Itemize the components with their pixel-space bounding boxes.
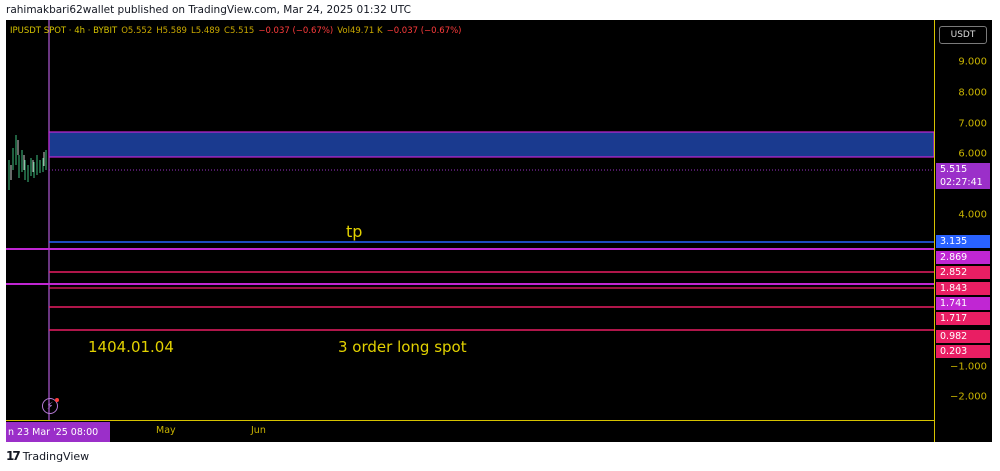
tick-label: 4.000: [958, 209, 987, 221]
alert-notification-dot: [55, 398, 59, 402]
date-annotation[interactable]: 1404.01.04: [88, 338, 174, 356]
legend-symbol[interactable]: IPUSDT SPOT · 4h · BYBIT: [10, 26, 118, 36]
price-tag-0982: 0.982: [936, 330, 990, 343]
price-candles: [8, 135, 47, 190]
publish-banner: rahimakbari62wallet published on Trading…: [6, 4, 411, 16]
note-annotation[interactable]: 3 order long spot: [338, 338, 467, 356]
tradingview-brand[interactable]: 17 TradingView: [6, 449, 89, 463]
supply-zone[interactable]: [48, 131, 934, 158]
time-axis[interactable]: n 23 Mar '25 08:00 May Jun: [6, 420, 934, 442]
tick-label: −1.000: [949, 361, 987, 373]
tick-label: 9.000: [958, 56, 987, 68]
price-axis[interactable]: USDT 9.000 8.000 7.000 6.000 4.000 −1.00…: [934, 20, 992, 442]
chart-area[interactable]: IPUSDT SPOT · 4h · BYBIT O5.552 H5.589 L…: [6, 20, 992, 442]
tick-label: 7.000: [958, 118, 987, 130]
legend-low: L5.489: [190, 26, 221, 36]
brand-name: TradingView: [22, 449, 90, 463]
legend-open: O5.552: [121, 26, 153, 36]
chart-svg: [6, 20, 934, 420]
tick-label: 6.000: [958, 148, 987, 160]
current-price-tag: 5.515: [936, 163, 990, 176]
time-cursor-label: n 23 Mar '25 08:00: [6, 422, 110, 442]
chart-plot[interactable]: IPUSDT SPOT · 4h · BYBIT O5.552 H5.589 L…: [6, 20, 934, 420]
legend-change: −0.037 (−0.67%): [258, 26, 334, 36]
tick-label: −2.000: [949, 391, 987, 403]
legend-close: C5.515: [224, 26, 255, 36]
legend-high: H5.589: [156, 26, 187, 36]
tick-label: 8.000: [958, 87, 987, 99]
countdown-tag: 02:27:41: [936, 176, 990, 189]
price-tag-1717: 1.717: [936, 312, 990, 325]
time-label-may: May: [156, 425, 176, 436]
price-tag-1843: 1.843: [936, 282, 990, 295]
tradingview-logo-icon: 17: [6, 449, 21, 463]
price-tag-1741: 1.741: [936, 297, 990, 310]
price-tag-0203: 0.203: [936, 345, 990, 358]
price-tag-2869: 2.869: [936, 251, 990, 264]
legend-volume: Vol49.71 K: [337, 26, 383, 36]
tp-annotation[interactable]: tp: [346, 222, 363, 241]
alert-lightning-icon[interactable]: ⚡: [42, 398, 58, 414]
legend-volume-change: −0.037 (−0.67%): [386, 26, 462, 36]
price-candles-white: [10, 140, 45, 180]
symbol-legend[interactable]: IPUSDT SPOT · 4h · BYBIT O5.552 H5.589 L…: [10, 26, 462, 36]
time-label-jun: Jun: [251, 425, 266, 436]
price-tag-2852: 2.852: [936, 266, 990, 279]
currency-button[interactable]: USDT: [939, 26, 987, 44]
price-tag-3135: 3.135: [936, 235, 990, 248]
